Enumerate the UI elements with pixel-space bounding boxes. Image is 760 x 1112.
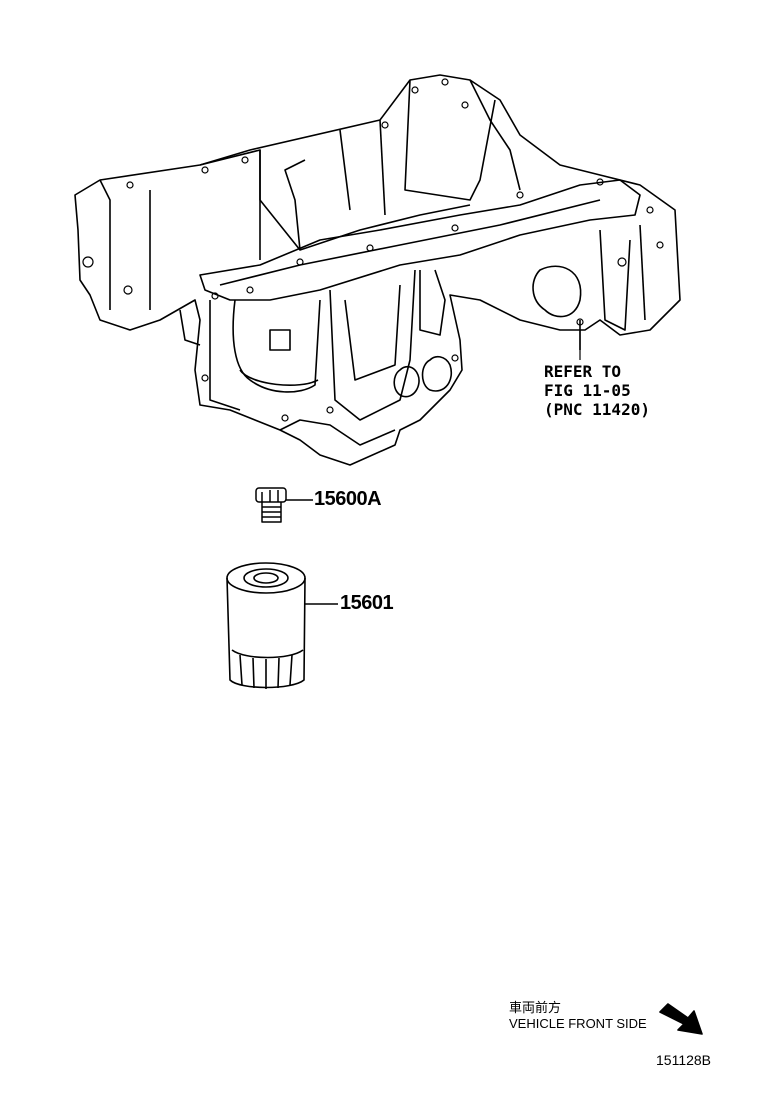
part-number-15601[interactable]: 15601 xyxy=(340,592,394,614)
illustration-code: 151128B xyxy=(656,1052,712,1068)
reference-line-2[interactable]: FIG 11-05 xyxy=(544,381,631,400)
oil-filter-drawing xyxy=(226,562,338,689)
reference-note: REFER TO FIG 11-05 (PNC 11420) xyxy=(544,362,650,419)
front-direction-arrow-icon xyxy=(659,1003,703,1035)
oil-pan-drawing xyxy=(74,74,681,466)
direction-label-jp: 車両前方 xyxy=(509,1000,562,1015)
bolt-holes xyxy=(82,78,664,422)
reference-line-1: REFER TO xyxy=(544,362,622,381)
direction-label-en: VEHICLE FRONT SIDE xyxy=(509,1016,647,1031)
reference-line-3: (PNC 11420) xyxy=(544,400,650,419)
part-number-15600A[interactable]: 15600A xyxy=(314,488,382,510)
drain-plug-drawing xyxy=(255,487,313,523)
direction-label: 車両前方 VEHICLE FRONT SIDE xyxy=(509,1000,647,1032)
